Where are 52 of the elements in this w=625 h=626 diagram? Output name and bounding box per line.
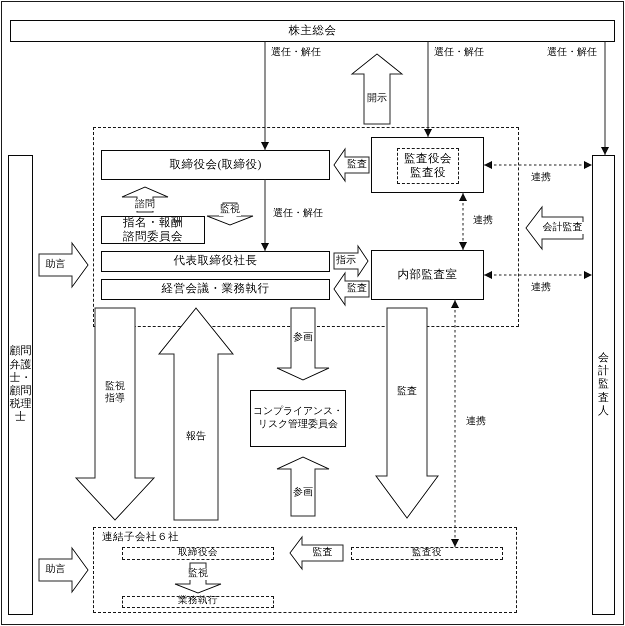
edge-label: 助言 [44,259,66,271]
edge-label: 選任・解任 [433,47,485,59]
edge-label: 選任・解任 [272,208,324,220]
execution-box: 業務執行 [122,596,274,608]
edge-label: 監視指導 [103,381,127,405]
arrow [261,42,269,150]
edge-label: 指示 [335,255,357,267]
president-box: 代表取締役社長 [101,251,330,272]
board-box: 取締役会(取締役) [101,150,330,180]
dotted-arrow [484,161,592,169]
edge-label: 監視 [187,568,209,580]
auditor-box [371,137,484,193]
edge-label: 監査 [312,547,334,559]
dotted-arrow [484,271,592,279]
block-arrow [350,53,404,124]
block-arrow [375,308,439,519]
edge-label: 連携 [465,416,487,428]
edge-label: 助言 [44,564,66,576]
edge-label: 選任・解任 [546,47,598,59]
auditor-label-box: 監査役会 監査役 [397,148,459,184]
accounting-auditor-box: 会計監査人 [592,155,615,615]
edge-label: 参画 [292,332,314,344]
committee-box: コンプライアンス・リスク管理委員会 [250,390,346,447]
group-title: 連結子会社６社 [102,531,179,544]
edge-label: 連携 [530,282,552,294]
edge-label: 参画 [292,486,314,498]
edge-label: 連携 [530,172,552,184]
edge-label: 報告 [185,431,207,443]
arrow [601,42,609,156]
edge-label: 監査 [396,386,418,398]
internal-audit-box: 内部監査室 [371,250,484,300]
block-arrow [276,308,330,381]
edge-label: 諮問 [134,198,156,210]
assembly-box: 株主総会 [10,20,615,42]
committee-box: 指名・報酬諮問委員会 [101,216,205,244]
dotted-arrow [459,192,467,250]
edge-label: 監視 [219,204,241,216]
block-arrow [158,307,234,520]
auditor-box: 監査役 [351,547,503,560]
dotted-arrow [451,300,459,548]
block-arrow [74,308,156,521]
edge-label: 会計監査 [542,222,584,234]
management-box: 経営会議・業務執行 [101,279,330,300]
edge-label: 選任・解任 [270,47,322,59]
arrow [424,42,432,138]
edge-label: 開示 [366,93,388,105]
arrow [261,180,269,252]
board-box: 取締役会 [122,547,274,560]
edge-label: 連携 [472,215,494,227]
advisor-box: 顧問弁護士・顧問税理士 [8,155,33,615]
edge-label: 監査 [346,159,368,171]
edge-label: 監査 [346,283,368,295]
